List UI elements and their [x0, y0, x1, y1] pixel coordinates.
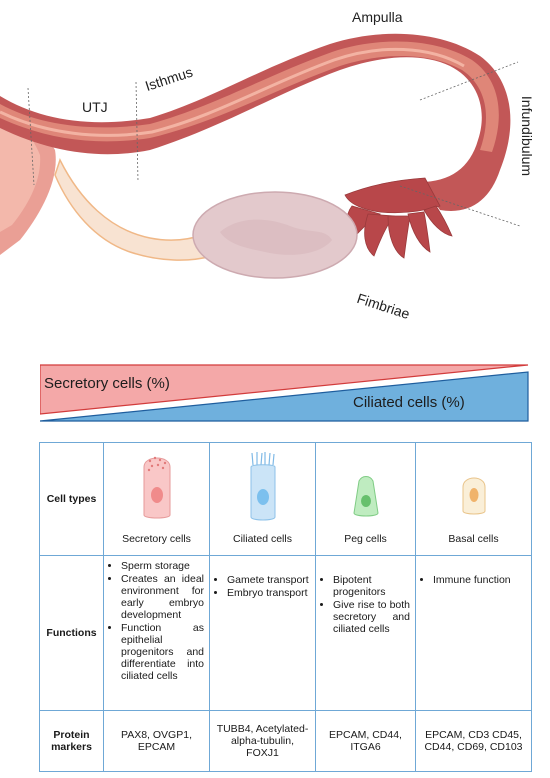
function-item: Embryo transport [227, 587, 310, 599]
ciliated-percent-label: Ciliated cells (%) [353, 394, 465, 411]
secretory-percent-label: Secretory cells (%) [44, 375, 170, 392]
cell-name-basal: Basal cells [448, 533, 499, 545]
divider-infundibulum [399, 185, 521, 227]
secretory-cell-icon [143, 456, 170, 519]
functions-secretory: Sperm storage Creates an ideal environme… [103, 555, 210, 711]
functions-peg: Bipotent progenitors Give rise to both s… [315, 555, 416, 711]
ovary-texture [220, 219, 332, 255]
markers-basal: EPCAM, CD3 CD45, CD44, CD69, CD103 [415, 710, 532, 772]
cell-types-table: Cell types Secretory cells Ciliated cell… [39, 442, 532, 772]
cell-name-peg: Peg cells [344, 533, 387, 545]
ovarian-ligament [54, 158, 213, 261]
functions-basal: Immune function [415, 555, 532, 711]
cell-name-secretory: Secretory cells [122, 533, 191, 545]
secretory-triangle [39, 364, 529, 415]
label-ampulla: Ampulla [352, 9, 403, 25]
label-infundibulum: Infundibulum [519, 95, 536, 177]
function-item: Bipotent progenitors [333, 574, 410, 598]
markers-ciliated: TUBB4, Acetylated-alpha-tubulin, FOXJ1 [209, 710, 316, 772]
divider-ampulla [419, 61, 519, 101]
cell-ciliated: Ciliated cells [209, 442, 316, 556]
fimbriae-shape [344, 177, 453, 259]
table-row-protein-markers: Protein markers PAX8, OVGP1, EPCAM TUBB4… [39, 710, 532, 772]
markers-peg: EPCAM, CD44, ITGA6 [315, 710, 416, 772]
function-item: Function as epithelial progenitors and d… [121, 622, 204, 682]
tube-body [0, 33, 511, 211]
tube-inner-line [0, 47, 465, 137]
cell-basal: Basal cells [415, 442, 532, 556]
function-item: Give rise to both secretory and ciliated… [333, 599, 410, 635]
function-item: Sperm storage [121, 560, 204, 572]
table-row-cell-types: Cell types Secretory cells Ciliated cell… [39, 442, 532, 556]
basal-cell-icon [462, 477, 485, 515]
ciliated-cell-icon [250, 452, 275, 521]
cell-name-ciliated: Ciliated cells [233, 533, 292, 545]
row-header-protein-markers: Protein markers [39, 710, 104, 772]
label-utj: UTJ [82, 99, 108, 115]
uterus-inner [0, 112, 41, 232]
cell-peg: Peg cells [315, 442, 416, 556]
divider-isthmus [135, 81, 139, 183]
gradient-triangles [39, 364, 529, 422]
ciliated-triangle [39, 371, 529, 422]
table-row-functions: Functions Sperm storage Creates an ideal… [39, 555, 532, 711]
function-item: Immune function [433, 574, 526, 586]
functions-ciliated: Gamete transport Embryo transport [209, 555, 316, 711]
peg-cell-icon [352, 476, 379, 517]
divider-utj [27, 87, 35, 186]
markers-secretory: PAX8, OVGP1, EPCAM [103, 710, 210, 772]
row-header-cell-types: Cell types [39, 442, 104, 556]
cell-secretory: Secretory cells [103, 442, 210, 556]
function-item: Gamete transport [227, 574, 310, 586]
row-header-functions: Functions [39, 555, 104, 711]
function-item: Creates an ideal environment for early e… [121, 573, 204, 621]
fallopian-tube-illustration [0, 33, 521, 279]
cell-proportion-gradient: Secretory cells (%) Ciliated cells (%) [39, 364, 530, 424]
